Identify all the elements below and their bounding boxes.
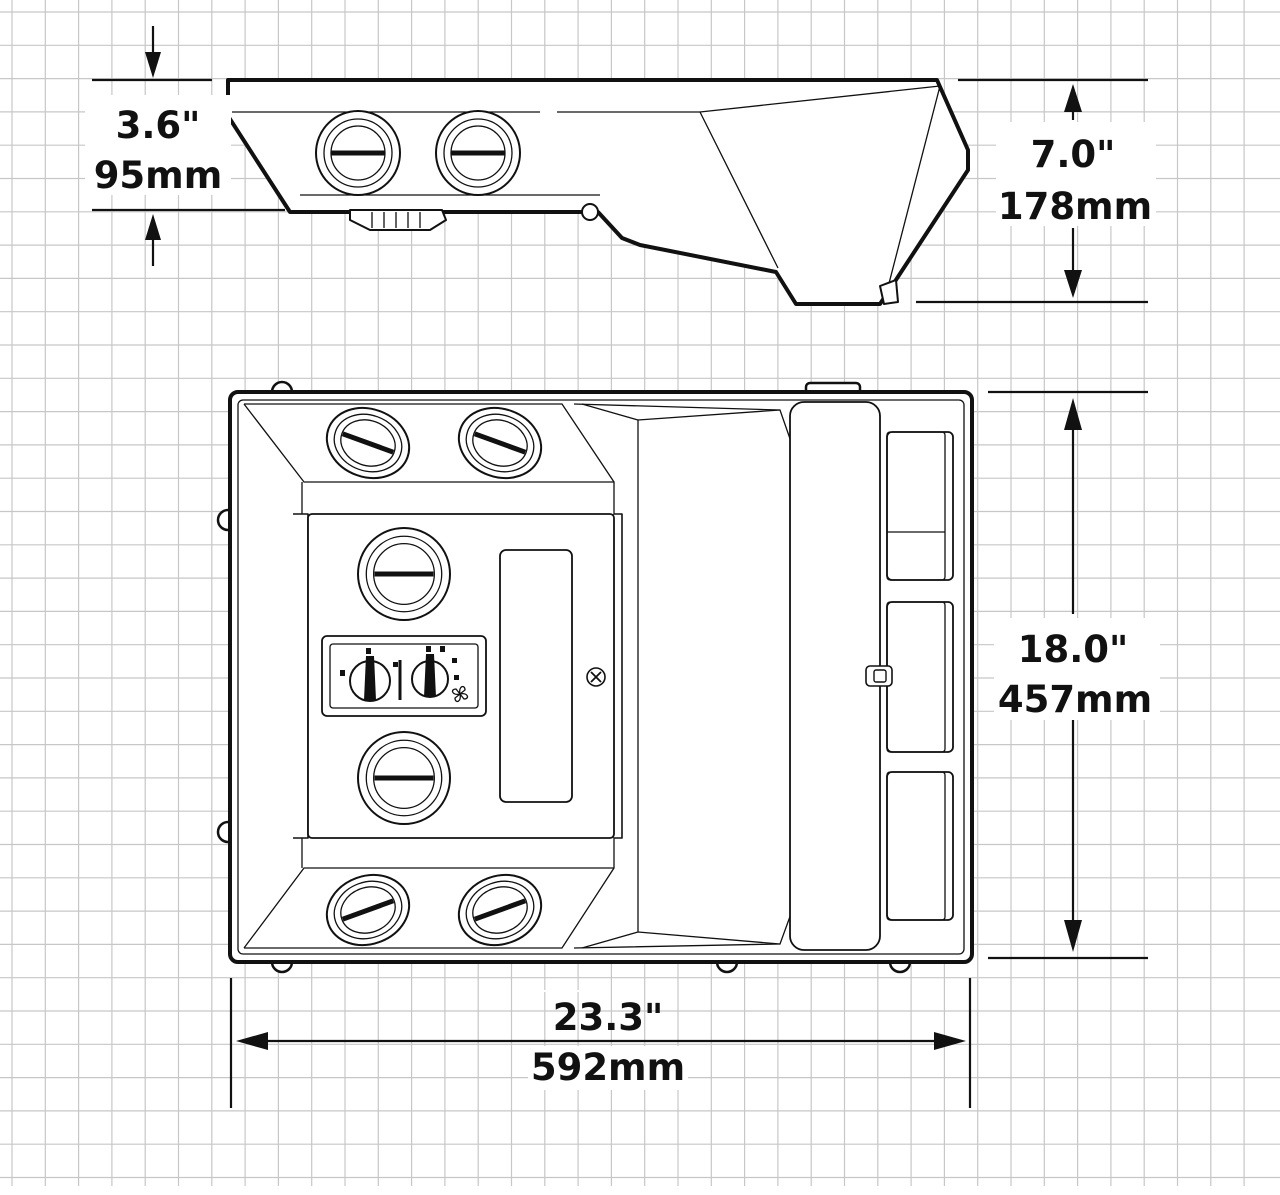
louver-height-mm: 95mm bbox=[94, 154, 223, 197]
side-view-bevel-line bbox=[699, 85, 941, 113]
dimension-louver-height: 3.6" 95mm bbox=[85, 26, 285, 266]
screw-icon bbox=[586, 667, 606, 687]
side-view-fan-housing bbox=[349, 209, 447, 231]
total-height-mm: 178mm bbox=[998, 185, 1152, 228]
top-view-wedge bbox=[637, 409, 781, 945]
side-view-foot bbox=[581, 203, 599, 221]
top-view-wedge bbox=[581, 403, 639, 949]
total-height-inches: 7.0" bbox=[1031, 133, 1116, 176]
top-view-display-window bbox=[499, 549, 573, 803]
louver-center-lower bbox=[357, 731, 451, 825]
louver-height-inches: 3.6" bbox=[116, 104, 201, 147]
depth-mm: 457mm bbox=[998, 678, 1152, 721]
width-inches: 23.3" bbox=[553, 996, 664, 1039]
louver-bottom-left bbox=[325, 873, 411, 947]
dimension-total-height: 7.0" 178mm bbox=[916, 78, 1156, 304]
width-mm: 592mm bbox=[531, 1046, 685, 1089]
top-view-latch bbox=[865, 665, 893, 687]
top-view-housing-bevel bbox=[243, 403, 614, 483]
louver-top-left bbox=[325, 406, 411, 480]
top-view-housing-bevel bbox=[243, 867, 614, 949]
top-view-panel-flange bbox=[293, 513, 309, 839]
side-view-drain-tab bbox=[879, 279, 899, 305]
control-knob-panel bbox=[321, 635, 487, 717]
side-view-bevel-line bbox=[885, 85, 941, 296]
side-view-louver-left bbox=[315, 110, 401, 196]
louver-top-right bbox=[457, 406, 543, 480]
side-view-outline bbox=[226, 78, 970, 306]
top-view-panel-flange bbox=[614, 513, 623, 839]
dimension-depth: 18.0" 457mm bbox=[988, 390, 1160, 960]
top-view-louvers bbox=[325, 406, 543, 947]
depth-inches: 18.0" bbox=[1018, 628, 1129, 671]
thermostat-knob bbox=[340, 648, 398, 702]
fan-icon bbox=[451, 685, 469, 703]
fan-speed-knob bbox=[411, 646, 459, 698]
side-view bbox=[226, 78, 970, 306]
dimension-width: 23.3" 592mm bbox=[229, 978, 972, 1108]
side-view-fan-grille bbox=[371, 212, 421, 228]
louver-center-upper bbox=[357, 527, 451, 621]
louver-bottom-right bbox=[457, 873, 543, 947]
side-view-louver-right bbox=[435, 110, 521, 196]
top-view bbox=[216, 380, 974, 974]
top-view-vent-slots bbox=[886, 431, 954, 921]
top-view-inner-rim bbox=[237, 399, 965, 955]
